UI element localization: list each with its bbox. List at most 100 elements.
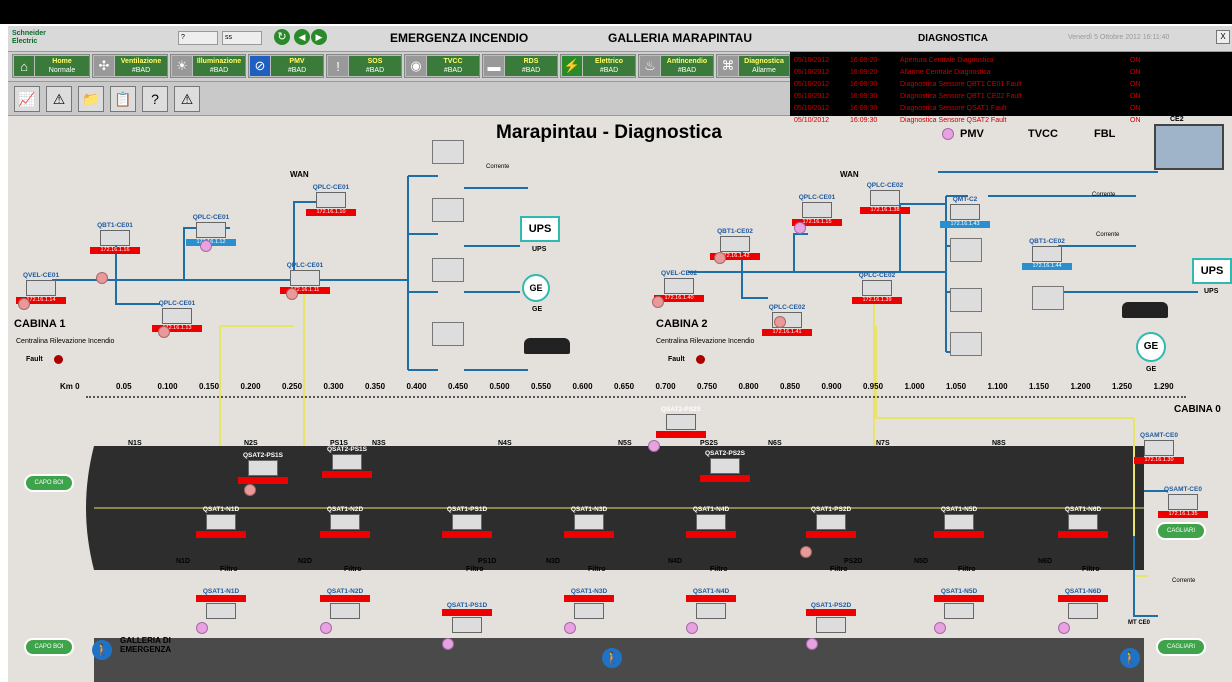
qsat1-lower-device[interactable]: QSAT1-PS1D: [440, 602, 494, 634]
list-icon[interactable]: 📋: [110, 86, 136, 112]
qsat1-device[interactable]: QSAT1-N1D: [194, 506, 248, 538]
pmv-status-dot[interactable]: [200, 240, 212, 252]
pedestrian-icon-2[interactable]: 🚶: [602, 648, 622, 668]
plc-module[interactable]: [1032, 286, 1064, 310]
fault-status-dot[interactable]: [714, 252, 726, 264]
ge-circle-1[interactable]: GE: [522, 274, 550, 302]
capo-boi-button-2[interactable]: CAPO BOI: [24, 638, 74, 656]
nav-elettrico[interactable]: ⚡Elettrico#BAD: [560, 54, 636, 78]
qsat1-device[interactable]: QSAT1-N4D: [684, 506, 738, 538]
qsat1-lower-device[interactable]: QSAT1-N1D: [194, 588, 248, 620]
qsat1-device[interactable]: QSAT1-N3D: [562, 506, 616, 538]
qsat1-lower-device[interactable]: QSAT1-PS2D: [804, 602, 858, 634]
nav-antincendio[interactable]: ♨Antincendio#BAD: [638, 54, 714, 78]
qsat2-device[interactable]: QSAT2-PS2S: [698, 450, 752, 482]
warning-icon[interactable]: ⚠: [46, 86, 72, 112]
plc-module[interactable]: [950, 238, 982, 262]
chart-icon[interactable]: 📈: [14, 86, 40, 112]
plc-module[interactable]: [950, 332, 982, 356]
cagliari-button-1[interactable]: CAGLIARI: [1156, 522, 1206, 540]
back-icon[interactable]: ◀: [294, 29, 310, 45]
pmv-status-dot[interactable]: [320, 622, 332, 634]
pmv-status-dot[interactable]: [1058, 622, 1070, 634]
qsat1-device[interactable]: QSAT1-N2D: [318, 506, 372, 538]
qsat1-device[interactable]: QSAT1-PS1D: [440, 506, 494, 538]
fault-status-dot[interactable]: [244, 484, 256, 496]
pmv-status-dot[interactable]: [806, 638, 818, 650]
qsat1-device[interactable]: QSAT1-N6D: [1056, 506, 1110, 538]
fault-status-dot[interactable]: [800, 546, 812, 558]
pmv-status-dot[interactable]: [196, 622, 208, 634]
qsat1-lower-device[interactable]: QSAT1-N4D: [684, 588, 738, 620]
nav-illuminazione[interactable]: ☀Illuminazione#BAD: [170, 54, 246, 78]
capo-boi-button-1[interactable]: CAPO BOI: [24, 474, 74, 492]
plc-module[interactable]: [950, 288, 982, 312]
folder-icon[interactable]: 📁: [78, 86, 104, 112]
fault-status-dot[interactable]: [652, 296, 664, 308]
help-icon[interactable]: ?: [142, 86, 168, 112]
qsat1-device[interactable]: QSAT1-N5D: [932, 506, 986, 538]
pmv-status-dot[interactable]: [648, 440, 660, 452]
header-field-2[interactable]: ss: [222, 31, 262, 45]
qsat2-device[interactable]: QSAT2-PS1S: [236, 452, 290, 484]
qsat2-device[interactable]: QSAT2-PS1S: [320, 446, 374, 478]
pmv-status-dot[interactable]: [564, 622, 576, 634]
car-icon-2[interactable]: [1122, 302, 1168, 318]
qsat1-device[interactable]: QSAT1-PS2D: [804, 506, 858, 538]
close-button[interactable]: X: [1216, 30, 1230, 44]
plc-module[interactable]: [432, 258, 464, 282]
car-icon-1[interactable]: [524, 338, 570, 354]
pmv-status-dot[interactable]: [442, 638, 454, 650]
nav-rds[interactable]: ▬RDS#BAD: [482, 54, 558, 78]
forward-icon[interactable]: ▶: [311, 29, 327, 45]
ups-box-1[interactable]: UPS: [520, 216, 560, 242]
nav-tvcc[interactable]: ◉TVCC#BAD: [404, 54, 480, 78]
fault-status-dot[interactable]: [96, 272, 108, 284]
header-field-1[interactable]: ?: [178, 31, 218, 45]
pmv-status-dot[interactable]: [794, 222, 806, 234]
nav-sos[interactable]: !SOS#BAD: [326, 54, 402, 78]
alert-icon[interactable]: ⚠: [174, 86, 200, 112]
refresh-icon[interactable]: ↻: [274, 29, 290, 45]
pedestrian-icon-3[interactable]: 🚶: [1120, 648, 1140, 668]
qsat1-lower-device[interactable]: QSAT1-N5D: [932, 588, 986, 620]
plc-module[interactable]: [432, 198, 464, 222]
nav-pmv[interactable]: ⊘PMV#BAD: [248, 54, 324, 78]
ups-box-2[interactable]: UPS: [1192, 258, 1232, 284]
ce2-monitor[interactable]: [1154, 124, 1224, 170]
qsat1-lower-device[interactable]: QSAT1-N6D: [1056, 588, 1110, 620]
fault-status-dot[interactable]: [774, 316, 786, 328]
fault-status-dot[interactable]: [286, 288, 298, 300]
fault-status-dot[interactable]: [18, 298, 30, 310]
plc-module[interactable]: [432, 140, 464, 164]
plc-module[interactable]: [432, 322, 464, 346]
pmv-status-dot[interactable]: [934, 622, 946, 634]
pedestrian-icon-1[interactable]: 🚶: [92, 640, 112, 660]
fault-status-dot[interactable]: [158, 326, 170, 338]
qsat1-lower-device[interactable]: QSAT1-N3D: [562, 588, 616, 620]
